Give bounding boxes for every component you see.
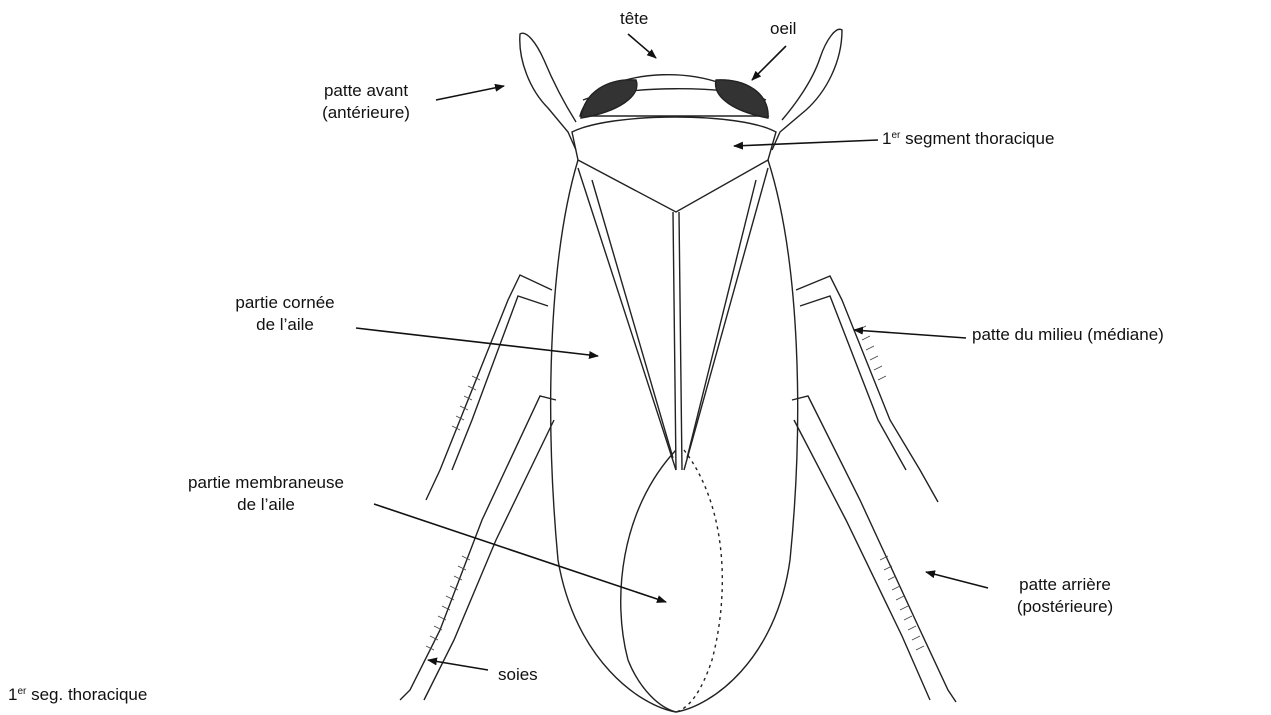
arrow-eye-label xyxy=(752,46,786,80)
arrow-wing-horny-label xyxy=(356,328,598,356)
membrane-outline xyxy=(621,450,676,712)
footnote-rest: seg. thoracique xyxy=(26,685,147,704)
arrow-setae-label xyxy=(428,660,488,670)
hind-leg-left xyxy=(400,396,556,700)
hairs-mid-right xyxy=(858,326,886,380)
mid-suture xyxy=(673,212,682,470)
scutellum-left xyxy=(578,168,676,470)
label-eye-text: oeil xyxy=(770,18,796,40)
membrane-dotted xyxy=(676,450,722,712)
arrow-foreleg-label xyxy=(436,86,504,100)
label-head-text: tête xyxy=(620,8,648,30)
hairs-mid-left xyxy=(452,376,480,430)
hind-leg-right-b xyxy=(794,420,930,700)
label-setae-text: soies xyxy=(498,664,538,686)
front-leg-right xyxy=(772,29,842,150)
label-thorax-rest: segment thoracique xyxy=(900,129,1054,148)
label-midleg-text: patte du milieu (médiane) xyxy=(972,324,1164,346)
body-outline xyxy=(551,160,798,712)
footnote-text: 1er seg. thoracique xyxy=(8,685,147,704)
label-wing-horny-line1: partie cornée xyxy=(210,292,360,314)
label-wing-horny-line2: de l’aile xyxy=(210,314,360,336)
inner-line-left xyxy=(592,180,673,458)
label-wing-membrane: partie membraneuse de l’aile xyxy=(156,472,376,516)
label-midleg: patte du milieu (médiane) xyxy=(972,324,1164,346)
label-wing-horny: partie cornée de l’aile xyxy=(210,292,360,336)
label-wing-membrane-line1: partie membraneuse xyxy=(156,472,376,494)
middle-leg-right-b xyxy=(800,296,906,470)
insect-body xyxy=(400,29,956,712)
label-setae: soies xyxy=(498,664,538,686)
arrow-wing-membrane-label xyxy=(374,504,666,602)
footnote: 1er seg. thoracique xyxy=(8,684,147,706)
label-foreleg-line1: patte avant xyxy=(296,80,436,102)
label-hindleg-line1: patte arrière xyxy=(990,574,1140,596)
label-thorax-text: 1er segment thoracique xyxy=(882,129,1054,148)
middle-leg-left xyxy=(426,275,552,500)
label-hindleg: patte arrière (postérieure) xyxy=(990,574,1140,618)
label-thorax: 1er segment thoracique xyxy=(882,128,1054,150)
arrow-midleg-label xyxy=(854,330,966,338)
hind-leg-right xyxy=(792,396,956,702)
label-hindleg-line2: (postérieure) xyxy=(990,596,1140,618)
label-foreleg-line2: (antérieure) xyxy=(296,102,436,124)
middle-leg-left-b xyxy=(452,296,548,470)
scutellum-right xyxy=(684,168,768,470)
arrow-head-label xyxy=(628,34,656,58)
label-head: tête xyxy=(620,8,648,30)
label-eye: oeil xyxy=(770,18,796,40)
arrow-hindleg-label xyxy=(926,572,988,588)
label-wing-membrane-line2: de l’aile xyxy=(156,494,376,516)
front-leg-left xyxy=(520,33,576,150)
pronotum xyxy=(572,117,776,212)
inner-line-right xyxy=(687,180,756,458)
middle-leg-right xyxy=(796,276,938,502)
label-foreleg: patte avant (antérieure) xyxy=(296,80,436,124)
